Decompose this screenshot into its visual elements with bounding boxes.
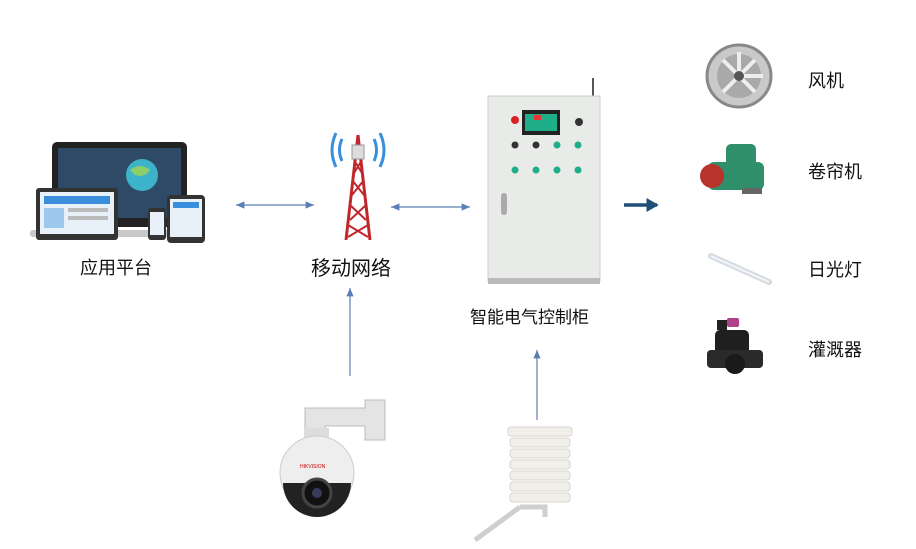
camera-logo: HIKVISION bbox=[300, 464, 326, 470]
cell-tower-icon bbox=[330, 132, 386, 241]
device-label-roller: 卷帘机 bbox=[808, 162, 862, 183]
device-label-irrigation: 灌溉器 bbox=[808, 340, 862, 361]
weather-sensor-icon bbox=[473, 426, 573, 543]
platform-label: 应用平台 bbox=[80, 258, 152, 279]
fan-icon bbox=[705, 43, 773, 109]
irrigation-valve-icon bbox=[707, 318, 763, 374]
roller-motor-icon bbox=[700, 144, 764, 194]
platform-devices-icon bbox=[30, 142, 205, 243]
cabinet-label: 智能电气控制柜 bbox=[470, 308, 589, 328]
ptz-camera-icon: HIKVISION bbox=[279, 399, 386, 517]
device-label-lamp: 日光灯 bbox=[808, 260, 862, 281]
network-label: 移动网络 bbox=[311, 256, 391, 280]
device-label-fan: 风机 bbox=[808, 71, 844, 92]
fluorescent-lamp-icon bbox=[708, 253, 772, 285]
control-cabinet-icon bbox=[487, 78, 601, 284]
